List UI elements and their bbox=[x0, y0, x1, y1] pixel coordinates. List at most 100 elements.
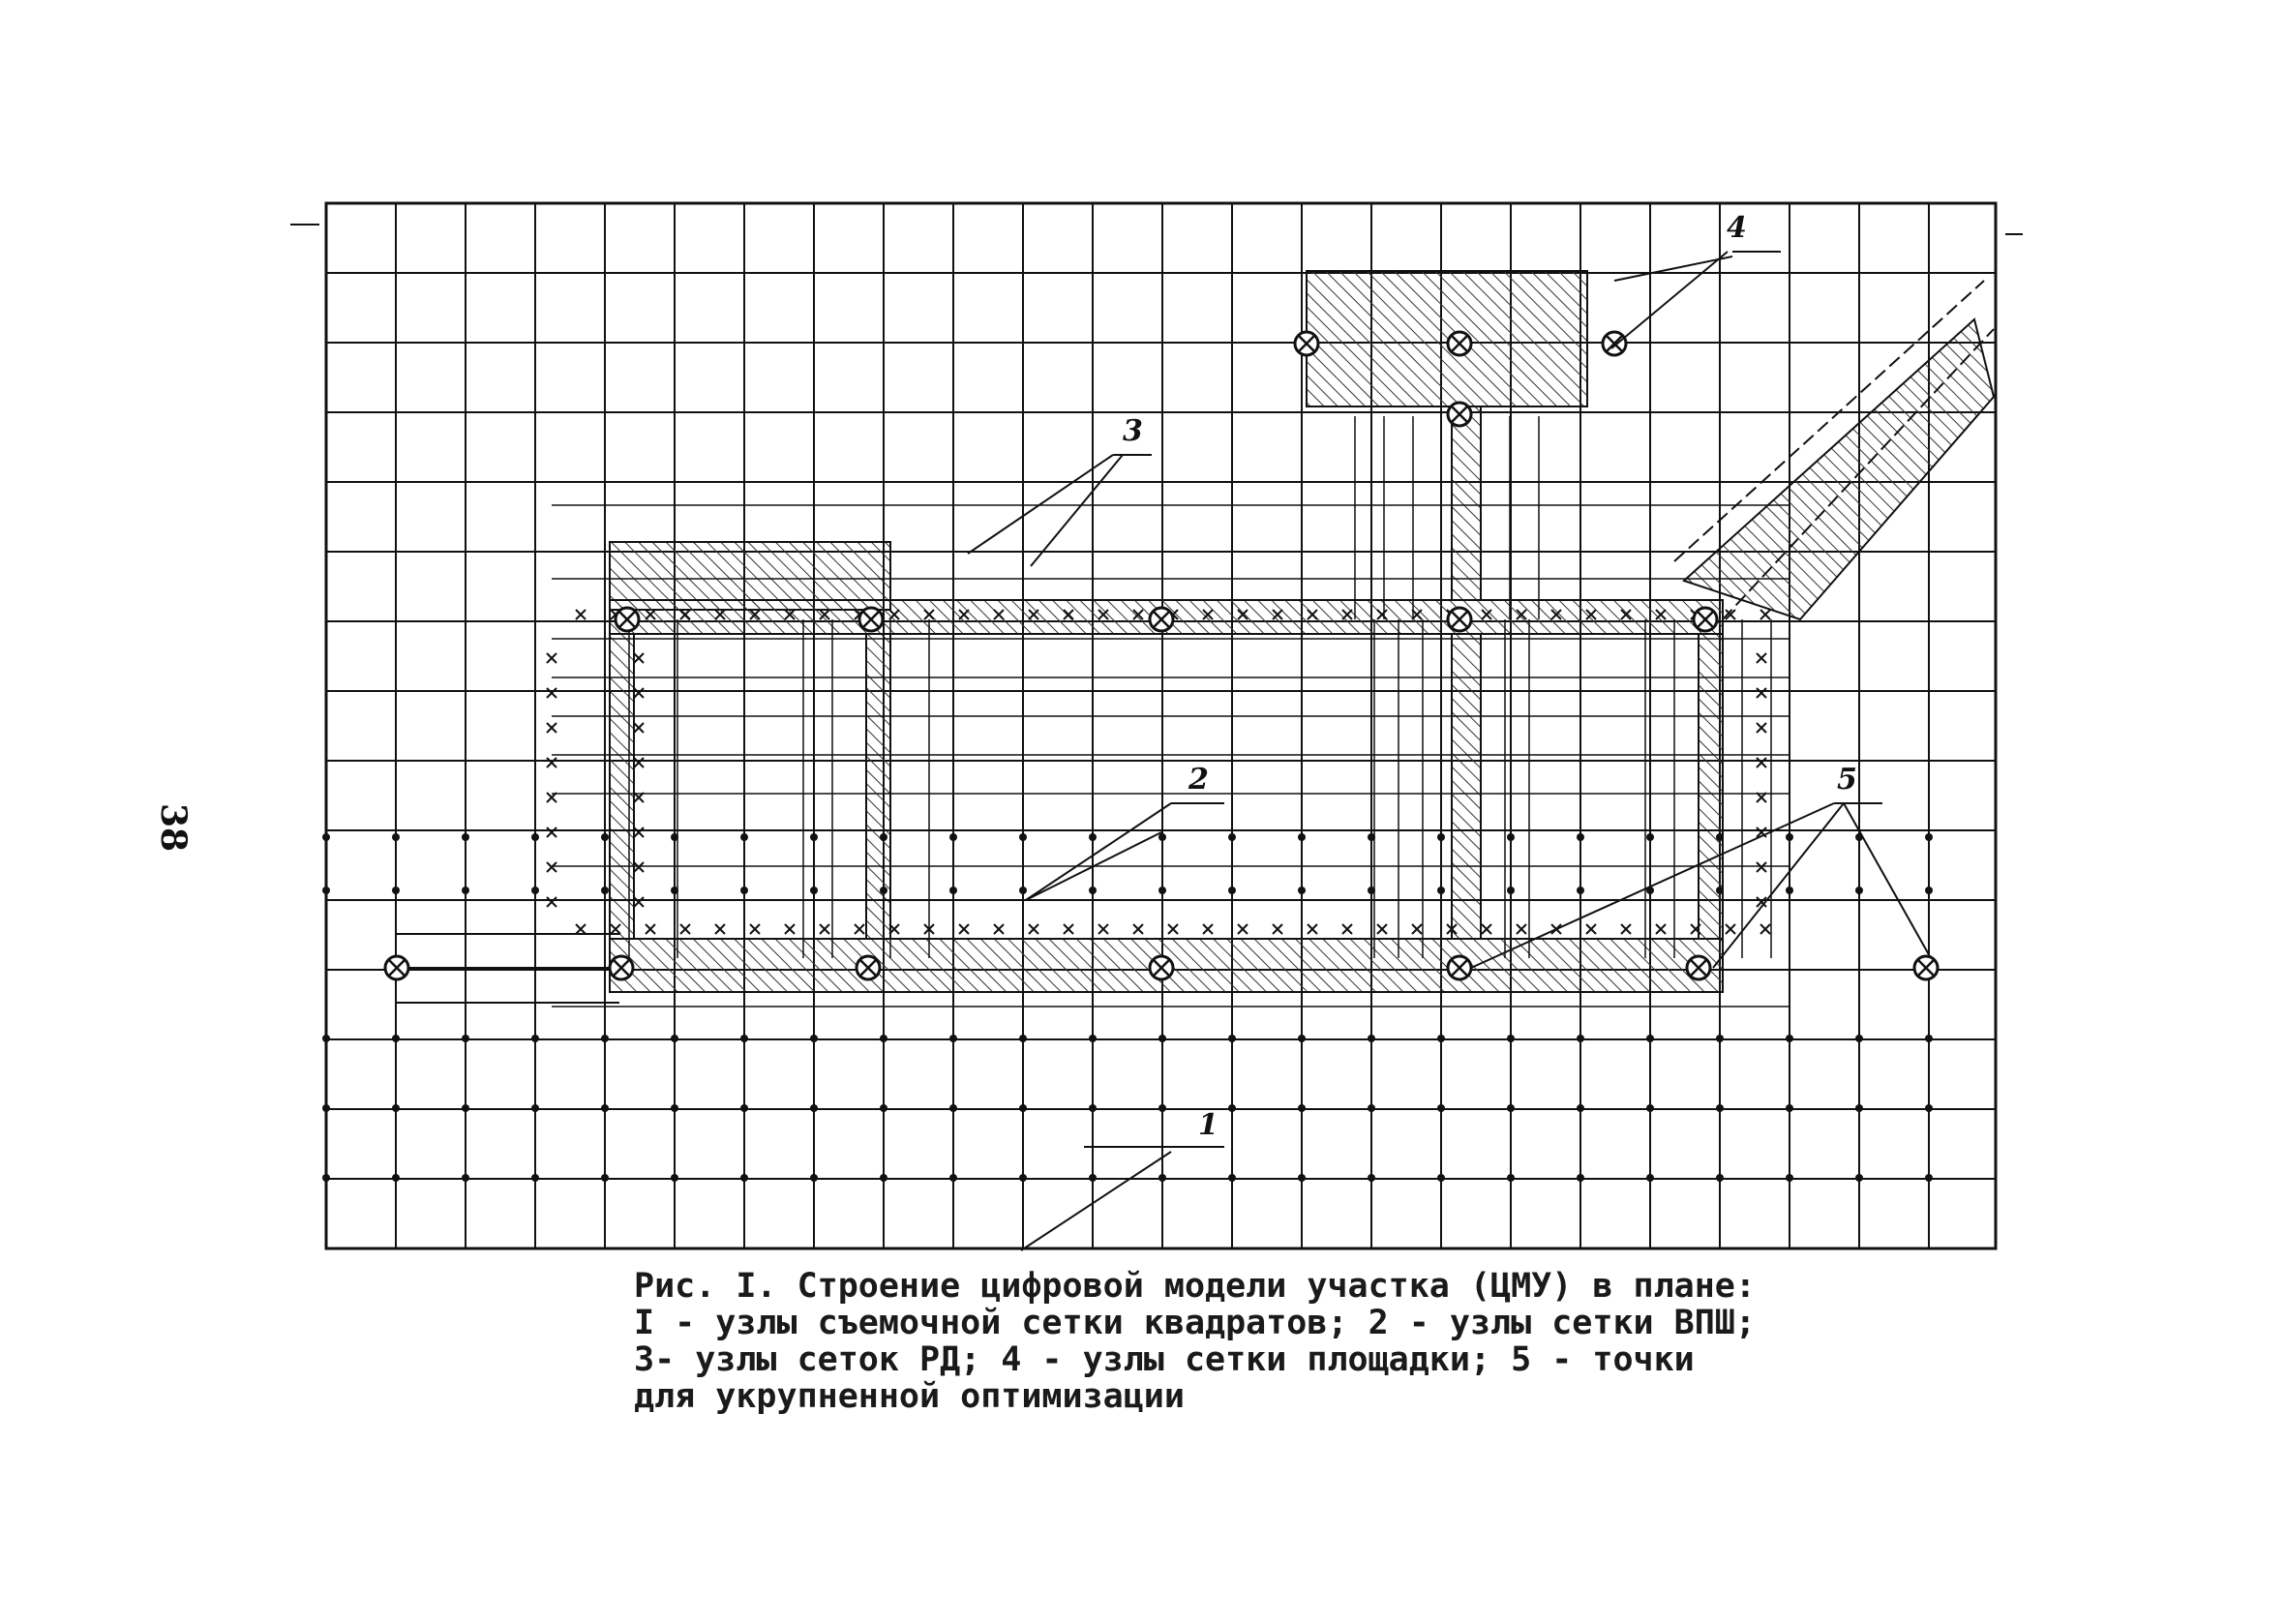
x-node bbox=[1202, 923, 1214, 935]
dot-node bbox=[1089, 1104, 1097, 1112]
dot-node bbox=[1577, 833, 1584, 841]
figure-caption: Рис. I. Строение цифровой модели участка… bbox=[634, 1268, 1776, 1415]
hatched-band bbox=[865, 633, 891, 940]
dot-node bbox=[392, 887, 400, 894]
x-node bbox=[1760, 609, 1771, 620]
x-node bbox=[958, 609, 970, 620]
dot-node bbox=[322, 887, 330, 894]
x-node bbox=[1411, 923, 1423, 935]
callout-leader-line bbox=[1020, 1151, 1172, 1251]
x-node bbox=[1620, 923, 1632, 935]
x-node bbox=[1550, 609, 1562, 620]
x-node bbox=[923, 609, 935, 620]
x-node bbox=[1132, 609, 1144, 620]
crossed-circle-cross bbox=[613, 959, 630, 977]
callout-leader-line bbox=[1843, 802, 1932, 959]
x-node bbox=[1756, 861, 1767, 873]
x-node bbox=[546, 827, 557, 838]
crossed-circle-cross bbox=[1917, 959, 1935, 977]
dot-node bbox=[1298, 887, 1306, 894]
dot-node bbox=[1855, 1035, 1863, 1042]
x-node bbox=[645, 609, 656, 620]
x-node bbox=[1620, 609, 1632, 620]
x-node bbox=[633, 687, 645, 699]
x-node bbox=[993, 923, 1005, 935]
dot-node bbox=[1925, 833, 1933, 841]
dot-node bbox=[1716, 1035, 1724, 1042]
dot-node bbox=[880, 1174, 887, 1182]
x-node bbox=[610, 923, 621, 935]
callout-label-5: 5 bbox=[1837, 763, 1857, 797]
dot-node bbox=[949, 1035, 957, 1042]
x-node bbox=[1585, 923, 1597, 935]
crossed-circle-cross bbox=[1697, 611, 1714, 628]
x-node bbox=[923, 923, 935, 935]
dot-node bbox=[1158, 1035, 1166, 1042]
dense-grid-lines bbox=[397, 280, 1995, 1007]
callout-label-1: 1 bbox=[1198, 1108, 1218, 1142]
x-node bbox=[645, 923, 656, 935]
x-node bbox=[888, 923, 900, 935]
diagonal-line bbox=[1722, 328, 1995, 620]
dot-node bbox=[322, 1035, 330, 1042]
x-node bbox=[1585, 609, 1597, 620]
x-node bbox=[749, 609, 761, 620]
grid-frame bbox=[324, 201, 1998, 1250]
dot-node bbox=[1646, 833, 1654, 841]
dot-node bbox=[1158, 887, 1166, 894]
diagonal-taxiway bbox=[1682, 317, 1996, 621]
callout-labels: 1 2 3 4 5 bbox=[1123, 211, 1857, 1142]
dot-node bbox=[1228, 833, 1236, 841]
x-node bbox=[546, 722, 557, 734]
dot-node bbox=[1507, 1174, 1515, 1182]
x-node bbox=[714, 609, 726, 620]
dot-node bbox=[601, 1035, 609, 1042]
hatched-band bbox=[609, 938, 1724, 993]
x-node bbox=[546, 861, 557, 873]
dot-node bbox=[880, 1104, 887, 1112]
x-node bbox=[819, 923, 830, 935]
x-node bbox=[1063, 923, 1074, 935]
dot-node bbox=[1646, 1104, 1654, 1112]
crossed-circle-cross bbox=[1606, 335, 1623, 352]
dot-node bbox=[1368, 1035, 1375, 1042]
callout-leaders bbox=[967, 251, 1932, 1251]
x-node bbox=[1376, 923, 1388, 935]
dot-node bbox=[810, 887, 818, 894]
x-node bbox=[1756, 896, 1767, 908]
x-node bbox=[633, 827, 645, 838]
dot-node bbox=[531, 1174, 539, 1182]
dot-node bbox=[1437, 887, 1445, 894]
dot-node bbox=[531, 1035, 539, 1042]
dot-node bbox=[1507, 1104, 1515, 1112]
dot-node bbox=[462, 1104, 469, 1112]
dot-node bbox=[1786, 887, 1793, 894]
x-node bbox=[1655, 609, 1667, 620]
x-node bbox=[633, 722, 645, 734]
hatched-band bbox=[1451, 406, 1482, 601]
x-node bbox=[1202, 609, 1214, 620]
dot-node bbox=[1298, 1174, 1306, 1182]
dot-node bbox=[322, 1174, 330, 1182]
dot-node bbox=[1716, 833, 1724, 841]
caption-line-1: Рис. I. Строение цифровой модели участка… bbox=[634, 1267, 1756, 1306]
dot-node bbox=[1577, 1035, 1584, 1042]
x-node bbox=[1516, 609, 1527, 620]
dot-node bbox=[531, 887, 539, 894]
dot-node bbox=[601, 1174, 609, 1182]
dot-node bbox=[322, 833, 330, 841]
callout-label-2: 2 bbox=[1188, 763, 1209, 797]
dot-node bbox=[1368, 1174, 1375, 1182]
dot-node bbox=[462, 887, 469, 894]
x-node bbox=[1756, 722, 1767, 734]
x-node bbox=[633, 757, 645, 768]
x-node bbox=[546, 687, 557, 699]
x-node bbox=[1341, 609, 1353, 620]
x-node bbox=[633, 792, 645, 803]
dot-node bbox=[1507, 1035, 1515, 1042]
dot-node bbox=[1019, 1174, 1027, 1182]
callout-leader-line bbox=[1712, 802, 1845, 969]
dot-node bbox=[1298, 1104, 1306, 1112]
dot-node bbox=[1786, 1104, 1793, 1112]
callout-leader-line bbox=[1025, 831, 1162, 901]
